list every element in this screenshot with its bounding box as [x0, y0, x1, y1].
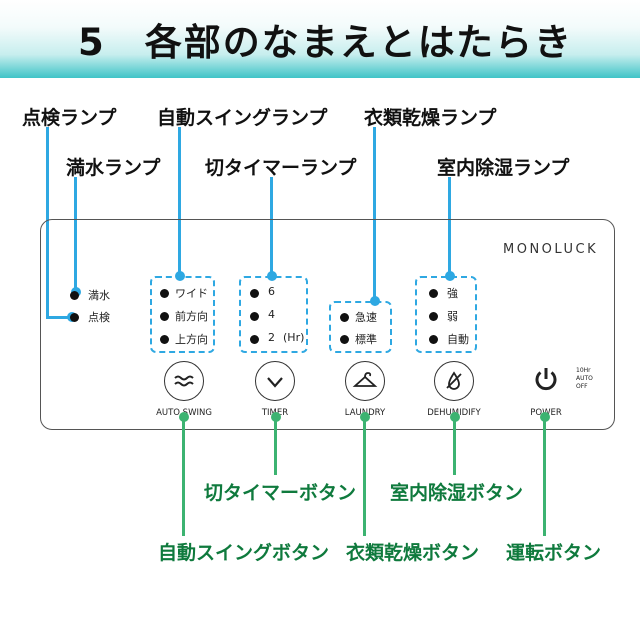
control-panel [40, 219, 615, 430]
mode-text-weak: 弱 [447, 310, 458, 323]
label-check-lamp: 点検ランプ [22, 107, 117, 129]
label-dehumidify-button: 室内除湿ボタン [390, 482, 524, 504]
callout-line-laundry-btn [363, 415, 366, 536]
waves-icon [174, 375, 194, 387]
power-note-auto: AUTO [576, 375, 593, 382]
check-led [70, 313, 79, 322]
callout-line-check-h [46, 316, 72, 319]
full-led [70, 291, 79, 300]
label-swing-button: 自動スイングボタン [158, 542, 330, 564]
label-laundry-button: 衣類乾燥ボタン [346, 542, 480, 564]
callout-line-swing [178, 127, 181, 277]
callout-line-mode [448, 177, 451, 277]
timer-led-6 [250, 289, 259, 298]
full-text: 満水 [88, 289, 110, 302]
timer-text-2: 2 [268, 331, 275, 344]
callout-line-power-btn [543, 415, 546, 536]
laundry-text-fast: 急速 [355, 311, 377, 324]
label-swing-lamp: 自動スイングランプ [157, 107, 328, 129]
swing-lamp-group [150, 276, 215, 353]
power-note-off: OFF [576, 383, 588, 390]
mode-text-auto: 自動 [447, 333, 469, 346]
mode-led-auto [429, 335, 438, 344]
label-laundry-lamp: 衣類乾燥ランプ [364, 107, 497, 129]
brand-logo: MONOLUCK [503, 242, 599, 257]
timer-led-2 [250, 335, 259, 344]
mode-led-strong [429, 289, 438, 298]
callout-line-timer [270, 177, 273, 277]
swing-text-wide: ワイド [175, 287, 208, 300]
callout-line-timer-btn [274, 415, 277, 475]
power-mode-note: 10Hr AUTO OFF [576, 367, 593, 391]
swing-led-front [160, 312, 169, 321]
dehumidify-button[interactable] [434, 361, 474, 401]
laundry-led-fast [340, 313, 349, 322]
callout-line-dehumid-btn [453, 415, 456, 475]
auto-swing-button[interactable] [164, 361, 204, 401]
laundry-button[interactable] [345, 361, 385, 401]
swing-text-front: 前方向 [175, 310, 208, 323]
callout-line-full [74, 177, 77, 291]
label-timer-button: 切タイマーボタン [204, 482, 357, 504]
hanger-icon [352, 372, 378, 387]
swing-led-wide [160, 289, 169, 298]
label-mode-lamp: 室内除湿ランプ [437, 157, 570, 179]
swing-led-up [160, 335, 169, 344]
laundry-lamp-group [329, 301, 392, 353]
check-chevron-icon [267, 377, 283, 388]
page-title: 5 各部のなまえとはたらき [78, 21, 574, 64]
no-drop-icon [446, 371, 462, 390]
timer-text-4: 4 [268, 308, 275, 321]
swing-text-up: 上方向 [175, 333, 208, 346]
timer-button[interactable] [255, 361, 295, 401]
power-button[interactable] [529, 362, 563, 396]
mode-lamp-group [415, 276, 477, 353]
header-band: 5 各部のなまえとはたらき [0, 0, 640, 78]
label-timer-lamp: 切タイマーランプ [205, 157, 357, 179]
label-full-lamp: 満水ランプ [66, 157, 161, 179]
timer-lamp-group [239, 276, 308, 353]
laundry-led-std [340, 335, 349, 344]
label-power-button: 運転ボタン [506, 542, 602, 564]
timer-unit: (Hr) [283, 331, 305, 344]
timer-text-6: 6 [268, 285, 275, 298]
mode-text-strong: 強 [447, 287, 458, 300]
callout-line-laundry [373, 127, 376, 302]
check-text: 点検 [88, 311, 110, 324]
timer-led-4 [250, 312, 259, 321]
laundry-text-std: 標準 [355, 333, 377, 346]
callout-line-swing-btn [182, 415, 185, 536]
mode-led-weak [429, 312, 438, 321]
power-icon [535, 368, 557, 391]
power-note-10hr: 10Hr [576, 367, 591, 374]
